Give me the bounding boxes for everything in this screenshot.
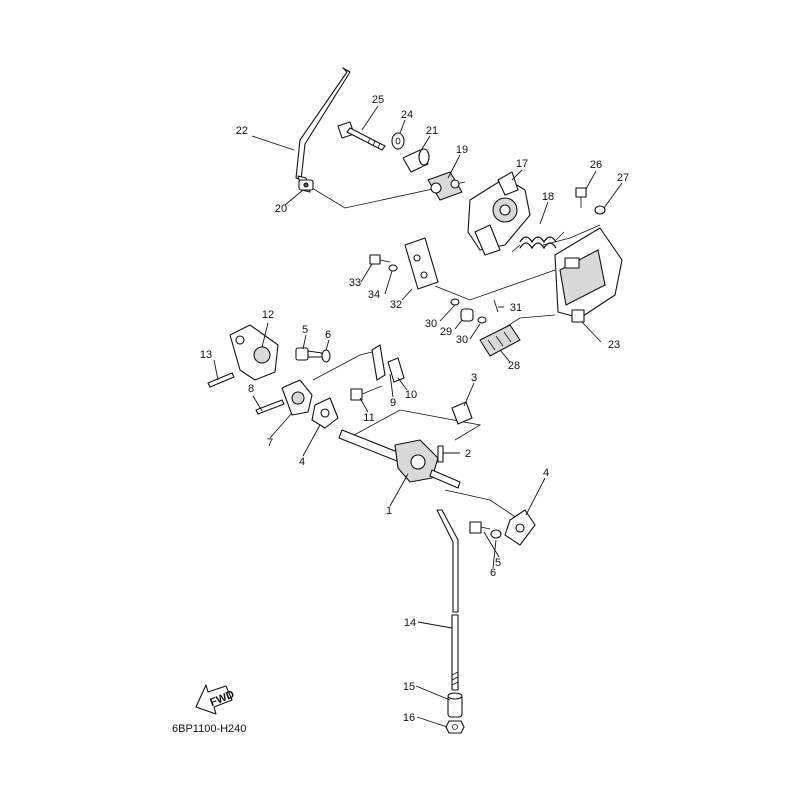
fwd-arrow-icon: FWD [195, 684, 236, 715]
callout-33: 33 [349, 277, 361, 289]
callout-3: 3 [471, 372, 477, 384]
callout-25: 25 [372, 94, 384, 106]
part-4-lever-left [311, 397, 339, 429]
part-18-spring [511, 231, 565, 253]
part-3-clip [451, 401, 473, 425]
callout-28: 28 [508, 360, 520, 372]
drawing-code: 6BP1100-H240 [172, 723, 246, 735]
part-6-washer-lower [490, 529, 502, 539]
callout-26: 26 [590, 159, 602, 171]
callout-20: 20 [275, 203, 287, 215]
part-16-nut [445, 720, 465, 734]
callout-7: 7 [267, 437, 273, 449]
part-27-washer [594, 205, 606, 215]
callout-22: 22 [236, 125, 248, 137]
callout-11: 11 [363, 412, 374, 424]
callout-13: 13 [200, 349, 212, 361]
part-24-washer [391, 132, 405, 150]
callout-30a: 30 [425, 318, 437, 330]
part-34-washer [388, 264, 398, 272]
callout-4b: 4 [543, 467, 549, 479]
part-9-bracket [371, 344, 386, 381]
callout-2: 2 [465, 448, 471, 460]
callout-5a: 5 [302, 324, 308, 336]
part-26-screw [575, 187, 587, 208]
callout-8: 8 [248, 383, 254, 395]
callout-6b: 6 [490, 567, 496, 579]
callout-1: 1 [386, 505, 392, 517]
part-5-bolt-lower [469, 521, 491, 534]
callout-29: 29 [440, 326, 452, 338]
part-15-sleeve [447, 692, 463, 718]
part-25-bolt [337, 121, 386, 151]
callout-30b: 30 [456, 334, 468, 346]
callout-15: 15 [403, 681, 415, 693]
part-31-pin [493, 299, 499, 313]
part-2-pin [437, 445, 444, 463]
callout-9: 9 [390, 397, 396, 409]
callout-10: 10 [405, 389, 417, 401]
part-33-screw [369, 254, 391, 265]
part-30-washer-b [477, 316, 487, 324]
part-6-washer-upper [321, 349, 331, 363]
part-4-lever-right [504, 509, 536, 546]
part-29-bushing [460, 308, 474, 322]
callout-12: 12 [262, 309, 274, 321]
callout-27: 27 [617, 172, 629, 184]
leader-lines [213, 105, 623, 728]
link-rod [436, 509, 459, 613]
part-28-link [479, 324, 521, 357]
callout-32: 32 [390, 299, 402, 311]
callout-14: 14 [404, 617, 416, 629]
part-13-pin [207, 372, 235, 388]
callouts: 22 25 24 21 19 17 18 26 27 20 31 33 34 3… [200, 94, 629, 724]
part-32-plate [404, 237, 439, 290]
part-11-bolt [350, 385, 383, 401]
callout-24: 24 [401, 109, 413, 121]
part-5-bolt-upper [295, 347, 323, 361]
part-20-clip [298, 179, 314, 191]
part-10-plate [387, 357, 405, 383]
callout-34: 34 [368, 289, 380, 301]
part-7-lever [281, 379, 313, 416]
callout-5b: 5 [495, 557, 501, 569]
callout-31: 31 [510, 302, 522, 314]
part-19-link [427, 171, 463, 201]
callout-21: 21 [426, 125, 438, 137]
assembly-lines [306, 181, 601, 521]
part-14-rod [451, 614, 459, 691]
part-21-collar [402, 148, 430, 173]
part-8-pin [255, 399, 285, 415]
part-1-shaft [338, 429, 461, 489]
callout-6a: 6 [325, 329, 331, 341]
callout-19: 19 [456, 144, 468, 156]
callout-23: 23 [608, 339, 620, 351]
callout-17: 17 [516, 158, 528, 170]
part-17-cam [467, 171, 531, 256]
part-30-washer-a [450, 298, 460, 306]
callout-4a: 4 [299, 456, 305, 468]
callout-16: 16 [403, 712, 415, 724]
callout-18: 18 [542, 191, 554, 203]
part-12-lever [229, 324, 279, 381]
part-23-bracket [554, 227, 623, 323]
